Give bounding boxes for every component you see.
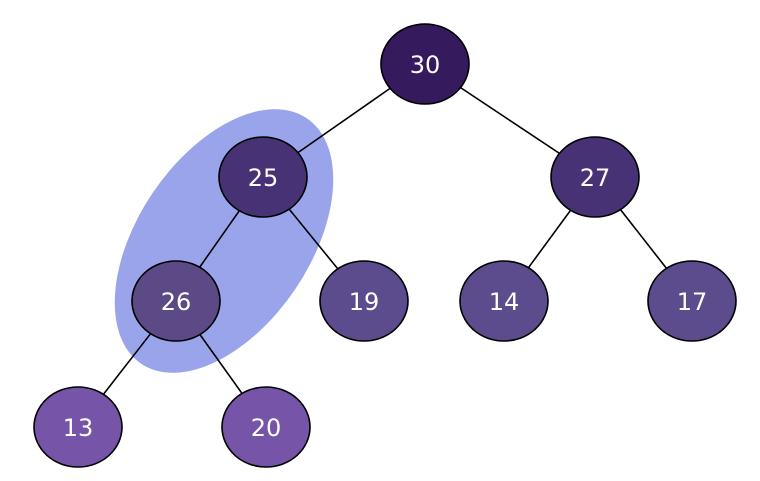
node-circle bbox=[221, 386, 311, 468]
tree-node-13: 13 bbox=[33, 386, 123, 468]
tree-node-19: 19 bbox=[319, 260, 409, 342]
highlight-ellipse bbox=[114, 109, 334, 373]
tree-node-27: 27 bbox=[550, 136, 640, 218]
node-value-label: 20 bbox=[251, 414, 282, 442]
tree-node-17: 17 bbox=[647, 260, 737, 342]
node-circle bbox=[131, 260, 221, 342]
node-value-label: 27 bbox=[580, 164, 611, 192]
tree-node-14: 14 bbox=[459, 260, 549, 342]
node-circle bbox=[33, 386, 123, 468]
node-circle bbox=[459, 260, 549, 342]
tree-node-20: 20 bbox=[221, 386, 311, 468]
tree-node-25: 25 bbox=[218, 136, 308, 218]
nodes-layer: 30 25 27 26 19 14 17 13 20 bbox=[33, 23, 737, 468]
node-circle bbox=[319, 260, 409, 342]
node-value-label: 13 bbox=[63, 414, 94, 442]
node-circle bbox=[550, 136, 640, 218]
node-value-label: 25 bbox=[248, 164, 279, 192]
node-value-label: 26 bbox=[161, 288, 192, 316]
node-value-label: 30 bbox=[410, 51, 441, 79]
tree-node-26: 26 bbox=[131, 260, 221, 342]
tree-node-30: 30 bbox=[380, 23, 470, 105]
node-circle bbox=[647, 260, 737, 342]
node-circle bbox=[218, 136, 308, 218]
node-value-label: 14 bbox=[489, 288, 520, 316]
node-value-label: 19 bbox=[349, 288, 380, 316]
node-value-label: 17 bbox=[677, 288, 708, 316]
node-circle bbox=[380, 23, 470, 105]
